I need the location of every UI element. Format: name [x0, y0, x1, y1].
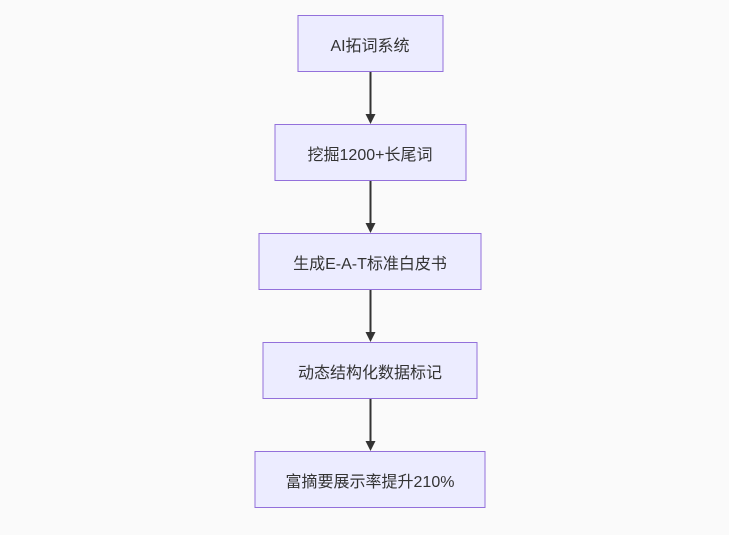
- arrow-line: [369, 72, 371, 122]
- flowchart: AI拓词系统 挖掘1200+长尾词 生成E-A-T标准白皮书 动态结构化数据标记…: [254, 15, 486, 508]
- flow-arrow: [364, 290, 376, 342]
- arrowhead-down-icon: [365, 114, 375, 124]
- arrowhead-down-icon: [365, 332, 375, 342]
- flow-node-eat-whitepaper: 生成E-A-T标准白皮书: [258, 233, 482, 290]
- flow-arrow: [364, 399, 376, 451]
- arrow-line: [369, 290, 371, 340]
- arrowhead-down-icon: [365, 223, 375, 233]
- arrowhead-down-icon: [365, 441, 375, 451]
- arrow-line: [369, 181, 371, 231]
- arrow-line: [369, 399, 371, 449]
- flow-node-structured-data: 动态结构化数据标记: [262, 342, 478, 399]
- flow-arrow: [364, 72, 376, 124]
- flow-node-ai-word-system: AI拓词系统: [297, 15, 443, 72]
- flow-arrow: [364, 181, 376, 233]
- flow-node-rich-snippet-result: 富摘要展示率提升210%: [254, 451, 486, 508]
- flow-node-longtail-mining: 挖掘1200+长尾词: [274, 124, 466, 181]
